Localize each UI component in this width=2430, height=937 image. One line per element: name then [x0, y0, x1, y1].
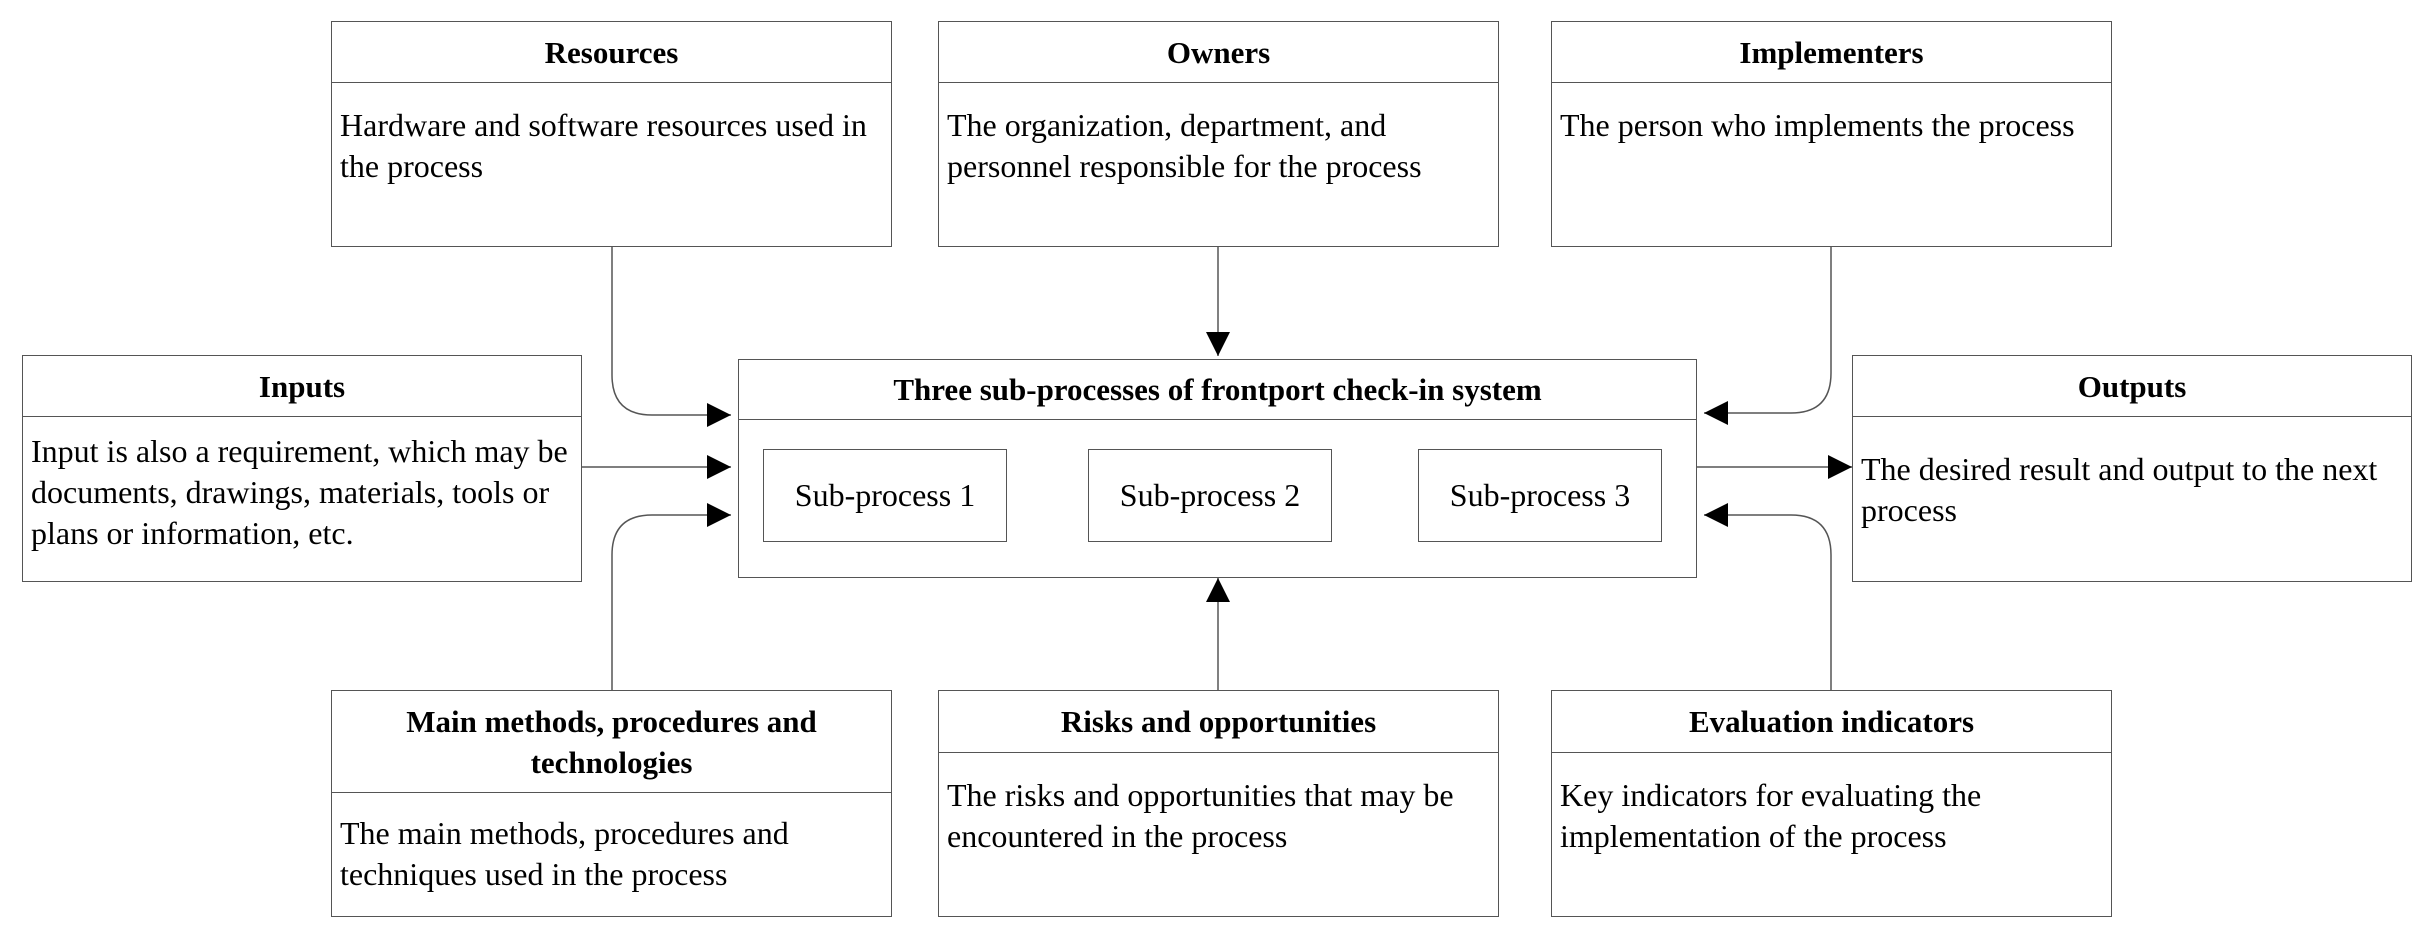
inputs-box: Inputs Input is also a requirement, whic… — [22, 355, 582, 582]
owners-description: The organization, department, and person… — [947, 107, 1422, 184]
risks-description: The risks and opportunities that may be … — [947, 777, 1454, 854]
implementers-description: The person who implements the process — [1560, 107, 2075, 143]
indicators-box: Evaluation indicators Key indicators for… — [1551, 690, 2112, 917]
methods-box: Main methods, procedures and technologie… — [331, 690, 892, 917]
connector-methods — [611, 503, 731, 690]
center-process-title: Three sub-processes of frontport check-i… — [739, 360, 1696, 420]
resources-title: Resources — [332, 22, 891, 83]
indicators-title: Evaluation indicators — [1552, 691, 2111, 753]
resources-box: Resources Hardware and software resource… — [331, 21, 892, 247]
implementers-box: Implementers The person who implements t… — [1551, 21, 2112, 247]
owners-title: Owners — [939, 22, 1498, 83]
indicators-description: Key indicators for evaluating the implem… — [1560, 777, 1982, 854]
inputs-title: Inputs — [23, 356, 581, 417]
methods-title: Main methods, procedures and technologie… — [332, 691, 891, 793]
inputs-description: Input is also a requirement, which may b… — [31, 433, 568, 551]
outputs-title: Outputs — [1853, 356, 2411, 417]
sub-process-1: Sub-process 1 — [763, 449, 1007, 542]
owners-box: Owners The organization, department, and… — [938, 21, 1499, 247]
outputs-box: Outputs The desired result and output to… — [1852, 355, 2412, 582]
connector-implementers — [1704, 247, 1832, 425]
connector-indicators — [1704, 503, 1832, 690]
implementers-title: Implementers — [1552, 22, 2111, 83]
center-process-box: Three sub-processes of frontport check-i… — [738, 359, 1697, 578]
resources-description: Hardware and software resources used in … — [340, 107, 867, 184]
sub-process-3: Sub-process 3 — [1418, 449, 1662, 542]
risks-title: Risks and opportunities — [939, 691, 1498, 753]
methods-description: The main methods, procedures and techniq… — [340, 815, 789, 892]
connector-resources — [611, 247, 731, 427]
sub-process-2: Sub-process 2 — [1088, 449, 1332, 542]
risks-box: Risks and opportunities The risks and op… — [938, 690, 1499, 917]
outputs-description: The desired result and output to the nex… — [1861, 451, 2378, 528]
